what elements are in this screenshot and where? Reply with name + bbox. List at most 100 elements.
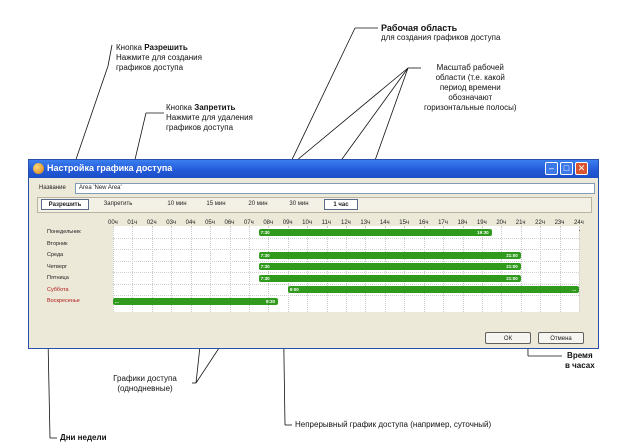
schedule-window: Настройка графика доступа – □ ✕ Название… bbox=[28, 159, 599, 349]
hour-label: 01ч bbox=[127, 220, 138, 226]
scale-30-min-button[interactable]: 30 мин bbox=[289, 201, 309, 207]
hour-label: 19ч bbox=[476, 220, 487, 226]
hour-label: 14ч bbox=[379, 220, 390, 226]
annotation-deny-line3: графиков доступа bbox=[166, 123, 234, 132]
allow-button[interactable]: Разрешить bbox=[41, 199, 89, 210]
grid-row-line bbox=[113, 260, 579, 262]
annotation-scale-line2: области (т.е. какой bbox=[435, 73, 505, 82]
grid-column-line bbox=[229, 226, 231, 312]
hour-label: 00ч bbox=[108, 220, 118, 226]
annotation-scale-line1: Масштаб рабочей bbox=[436, 63, 504, 72]
annotation-scale-line5: горизонтальные полосы) bbox=[424, 103, 517, 112]
day-label: Вторник bbox=[47, 240, 68, 247]
ok-button[interactable]: ОК bbox=[485, 332, 531, 344]
window-titlebar[interactable]: Настройка графика доступа – □ ✕ bbox=[29, 160, 598, 178]
grid-column-line bbox=[540, 226, 542, 312]
annotation-schedules: Графики доступа (однодневные) bbox=[100, 374, 190, 394]
hour-label: 11ч bbox=[321, 220, 331, 226]
name-input[interactable]: Area 'New Area' bbox=[75, 183, 595, 194]
hour-label: 03ч bbox=[166, 220, 177, 226]
minimize-button[interactable]: – bbox=[545, 162, 558, 175]
annotation-scale-line4: обозначают bbox=[448, 93, 493, 102]
grid-column-line bbox=[190, 226, 192, 312]
annotation-schedules-line1: Графики доступа bbox=[113, 374, 177, 383]
schedule-bar-end-label: 21:00 bbox=[506, 275, 518, 281]
hour-label: 16ч bbox=[418, 220, 429, 226]
toolbar: Разрешить Запретить 10 мин 15 мин 20 мин… bbox=[37, 197, 592, 213]
minimize-icon: – bbox=[548, 163, 554, 173]
hour-label: 04ч bbox=[185, 220, 196, 226]
hour-label: 07ч bbox=[243, 220, 254, 226]
close-icon: ✕ bbox=[577, 163, 586, 173]
window-title: Настройка графика доступа bbox=[47, 163, 173, 173]
cancel-button[interactable]: Отмена bbox=[538, 332, 584, 344]
annotation-work-area: Рабочая область для создания графиков до… bbox=[381, 23, 500, 43]
app-icon bbox=[33, 163, 44, 174]
hour-label: 20ч bbox=[496, 220, 507, 226]
annotation-deny-prefix: Кнопка bbox=[166, 103, 195, 112]
hour-label: 18ч bbox=[457, 220, 468, 226]
schedule-bar[interactable]: ...8:30 bbox=[113, 297, 279, 305]
annotation-scale: Масштаб рабочей области (т.е. какой пери… bbox=[424, 63, 516, 113]
day-label: Среда bbox=[47, 252, 64, 258]
schedule-bar[interactable]: 9:00... bbox=[287, 286, 579, 293]
annotation-time-line1: Время bbox=[567, 351, 593, 360]
grid-column-line bbox=[113, 226, 114, 312]
scale-20-min-button[interactable]: 20 мин bbox=[248, 201, 268, 207]
annotation-allow-prefix: Кнопка bbox=[116, 43, 145, 52]
maximize-button[interactable]: □ bbox=[560, 162, 573, 175]
schedule-bar-start-label: ... bbox=[115, 298, 119, 304]
grid-column-line bbox=[520, 226, 522, 312]
grid-row-line bbox=[113, 237, 579, 239]
hour-label: 23ч bbox=[554, 220, 565, 226]
annotation-schedules-line2: (однодневные) bbox=[117, 384, 173, 393]
grid-column-line bbox=[151, 226, 153, 312]
scale-1-hour-button[interactable]: 1 час bbox=[324, 199, 358, 210]
schedule-bar-start-label: 7:30 bbox=[260, 264, 270, 269]
grid-row-line bbox=[113, 283, 579, 285]
hour-label: 06ч bbox=[224, 220, 235, 226]
grid-column-line bbox=[210, 226, 212, 312]
hour-label: 09ч bbox=[282, 220, 293, 226]
schedule-bar-start-label: 7:30 bbox=[260, 275, 270, 281]
day-label: Суббота bbox=[47, 286, 69, 293]
hour-label: 21ч bbox=[515, 220, 526, 226]
maximize-icon: □ bbox=[563, 163, 570, 173]
hour-label: 08ч bbox=[263, 220, 274, 226]
grid-column-line bbox=[559, 226, 561, 312]
grid-row-line bbox=[113, 272, 579, 273]
annotation-continuous: Непрерывный график доступа (например, су… bbox=[295, 420, 492, 429]
hour-label: 22ч bbox=[535, 220, 545, 226]
hour-label: 13ч bbox=[360, 220, 371, 226]
grid-row-line bbox=[113, 249, 579, 250]
scale-10-min-button[interactable]: 10 мин bbox=[167, 201, 187, 207]
grid-row-line bbox=[113, 295, 579, 296]
annotation-allow-bold: Разрешить bbox=[144, 43, 188, 52]
schedule-bar-start-label: 7:30 bbox=[260, 229, 270, 235]
annotation-time: Время в часах bbox=[565, 351, 595, 371]
close-button[interactable]: ✕ bbox=[575, 162, 588, 175]
hour-label: 17ч bbox=[438, 220, 448, 226]
grid-column-line bbox=[171, 226, 173, 312]
grid-column-line bbox=[248, 226, 250, 312]
day-label: Четверг bbox=[47, 263, 68, 270]
name-label: Название bbox=[39, 185, 66, 191]
annotation-work-area-subtitle: для создания графиков доступа bbox=[381, 33, 501, 42]
scale-15-min-button[interactable]: 15 мин bbox=[206, 201, 226, 207]
annotation-time-line2: в часах bbox=[565, 361, 595, 370]
annotation-allow-line3: графиков доступа bbox=[116, 63, 184, 72]
annotation-deny-button: Кнопка Запретить Нажмите для удаления гр… bbox=[166, 103, 253, 133]
hour-label: 10ч bbox=[302, 220, 312, 226]
annotation-work-area-title: Рабочая область bbox=[381, 23, 458, 33]
schedule-bar-end-label: 21:00 bbox=[506, 252, 518, 258]
schedule-bar[interactable]: 7:30 21:00 bbox=[258, 274, 521, 282]
grid-column-line bbox=[579, 226, 580, 312]
hour-label: 05ч bbox=[205, 220, 215, 226]
deny-button[interactable]: Запретить bbox=[103, 201, 133, 207]
schedule-bar-start-label: 9:00 bbox=[289, 287, 299, 292]
hour-label: 02ч bbox=[146, 220, 157, 226]
